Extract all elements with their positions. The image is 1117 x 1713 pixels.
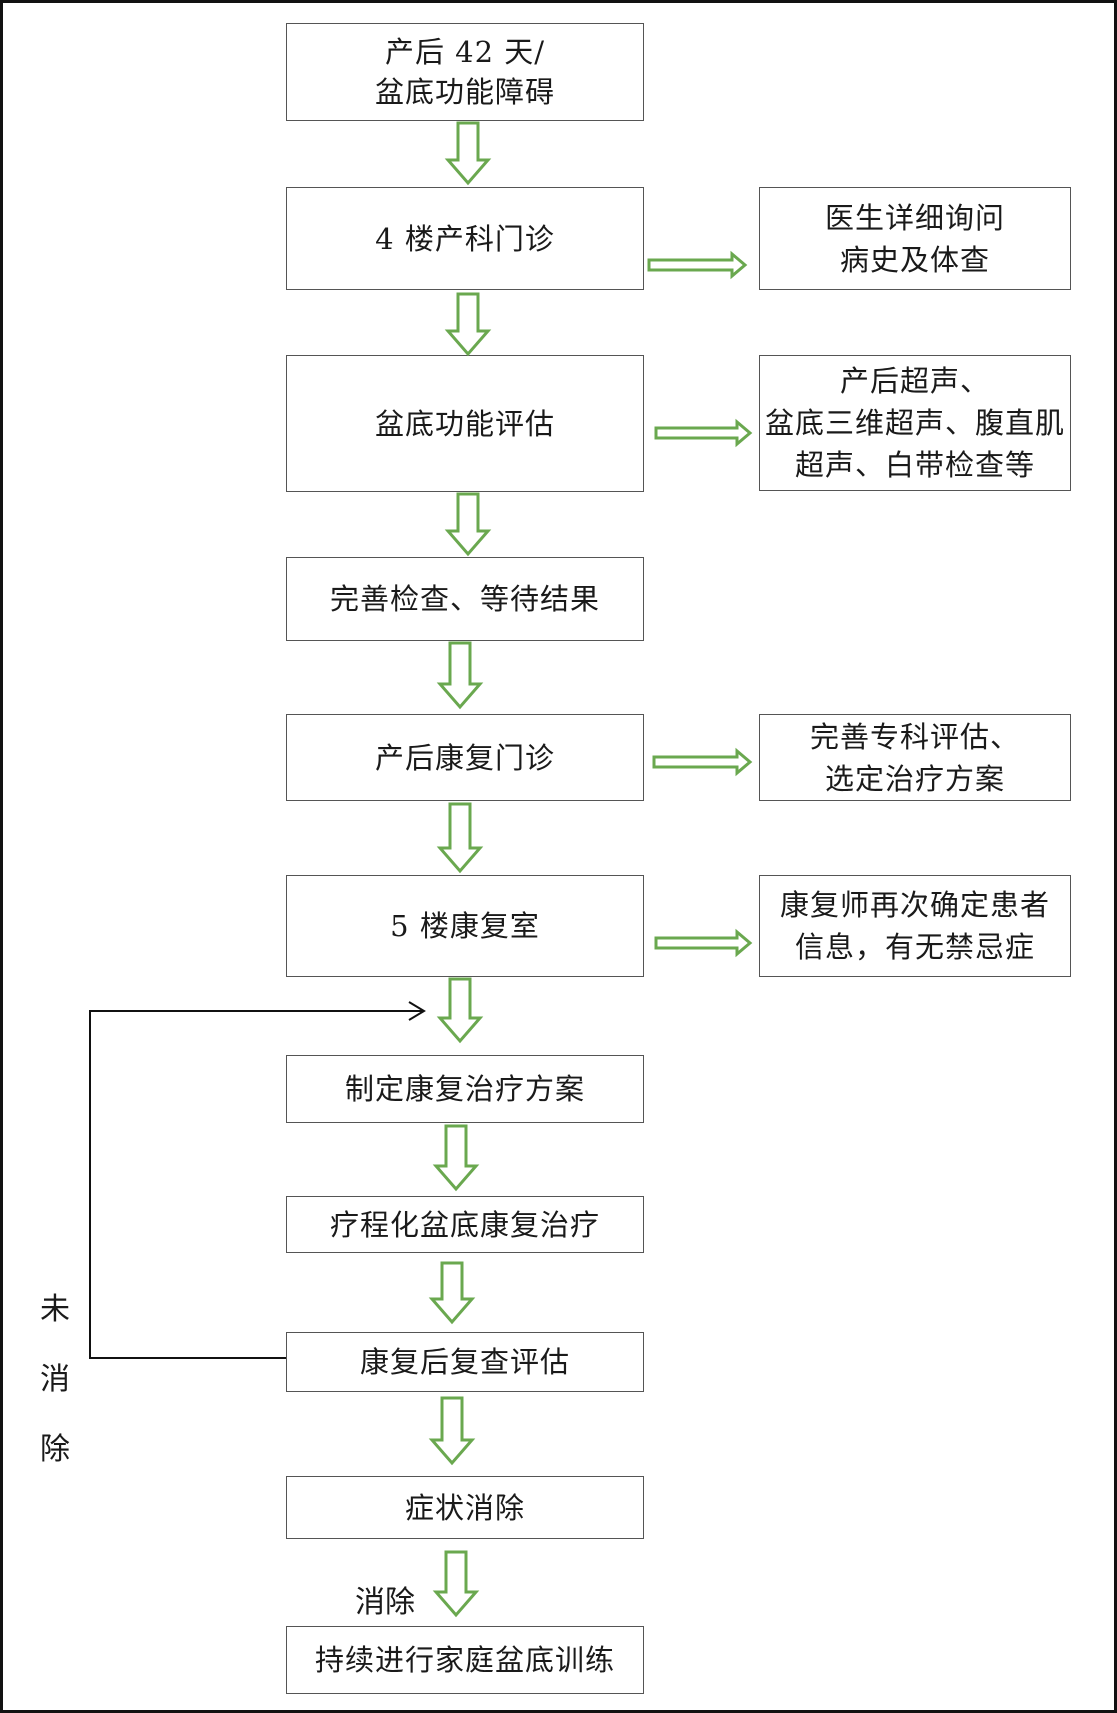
loop-arrowhead [408,1001,426,1021]
step-complete-exams: 完善检查、等待结果 [286,557,644,641]
step-postpartum-42-days: 产后 42 天/ 盆底功能障碍 [286,23,644,121]
arrow-down-4 [436,641,484,710]
arrow-down-10 [432,1550,480,1618]
arrow-down-9 [428,1396,476,1466]
step-home-training: 持续进行家庭盆底训练 [286,1626,644,1694]
note-specialist-assessment: 完善专科评估、 选定治疗方案 [759,714,1071,801]
step-make-treatment-plan: 制定康复治疗方案 [286,1055,644,1123]
step-rehab-room: 5 楼康复室 [286,875,644,977]
step-symptoms-resolved: 症状消除 [286,1476,644,1539]
arrow-down-6 [436,977,484,1044]
arrow-down-7 [432,1124,480,1192]
arrow-right-1 [647,250,748,280]
arrow-down-1 [444,121,492,186]
step-pelvic-floor-assessment: 盆底功能评估 [286,355,644,492]
step-course-treatment: 疗程化盆底康复治疗 [286,1196,644,1253]
arrow-right-2 [654,418,753,448]
arrow-down-8 [428,1261,476,1325]
arrow-down-2 [444,292,492,357]
label-not-resolved: 未 消 除 [40,1292,70,1467]
arrow-down-3 [444,492,492,557]
loop-not-resolved-line [89,1010,424,1359]
step-rehab-clinic: 产后康复门诊 [286,714,644,801]
arrow-right-3 [652,747,753,777]
step-review-assessment: 康复后复查评估 [286,1332,644,1392]
arrow-down-5 [436,802,484,874]
label-resolved: 消除 [355,1585,415,1620]
step-obstetrics-clinic: 4 楼产科门诊 [286,187,644,290]
arrow-right-4 [654,928,753,958]
note-ultrasound-exams: 产后超声、 盆底三维超声、腹直肌 超声、白带检查等 [759,355,1071,491]
note-doctor-history: 医生详细询问 病史及体查 [759,187,1071,290]
note-therapist-confirm: 康复师再次确定患者 信息，有无禁忌症 [759,875,1071,977]
